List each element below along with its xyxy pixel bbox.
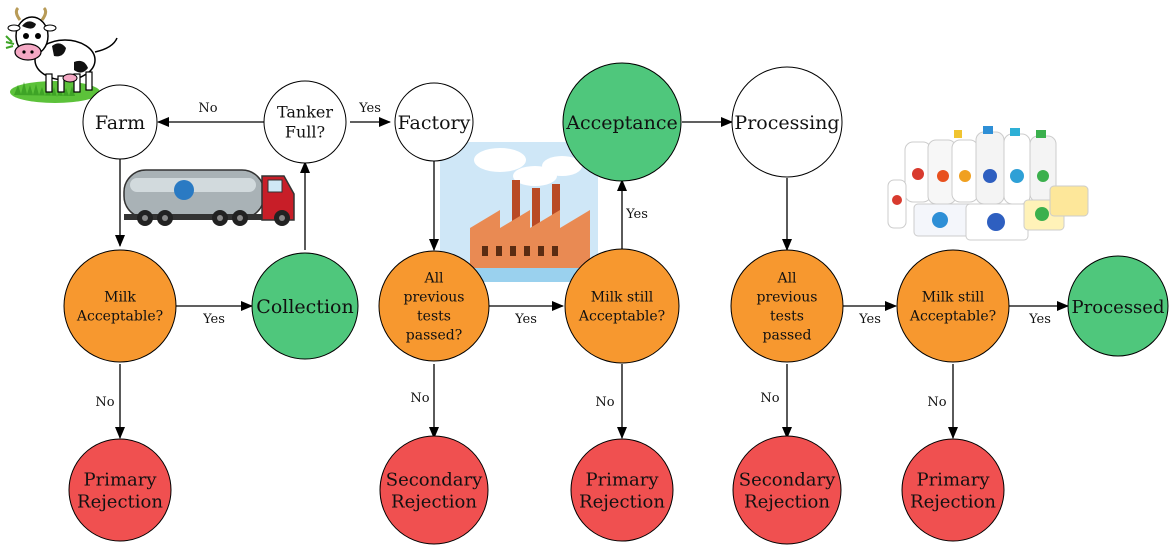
flow-nodes — [63, 62, 1169, 545]
label-line: Milk — [104, 289, 136, 305]
edge-labels: No Yes No Yes No Yes Yes No No Yes No Ye… — [95, 101, 1051, 410]
node-primary-rejection-1 — [68, 438, 172, 542]
label-line: Rejection — [579, 491, 665, 512]
node-primary-rejection-2 — [570, 438, 674, 542]
node-milk-acceptable — [63, 249, 177, 363]
node-milk-still-2 — [896, 249, 1010, 363]
label-line: tests — [770, 308, 804, 324]
edge-label-yes: Yes — [202, 312, 225, 327]
edge-label-no: No — [595, 395, 614, 410]
label-line: previous — [404, 289, 465, 305]
label-line: Rejection — [77, 491, 163, 512]
dairy-products-illustration — [887, 126, 1089, 241]
factory-illustration — [440, 142, 598, 282]
edge-label-yes: Yes — [858, 312, 881, 327]
node-factory — [394, 82, 474, 162]
node-prev-tests-1 — [378, 250, 490, 362]
label-line: Acceptable? — [76, 308, 163, 324]
label-line: Rejection — [744, 491, 830, 512]
flow-edges — [115, 117, 1069, 439]
edge-label-yes: Yes — [514, 312, 537, 327]
label-line: Acceptable? — [578, 308, 665, 324]
collection-label: Collection — [256, 296, 353, 318]
label-line: Primary — [83, 469, 157, 490]
node-collection — [251, 252, 359, 360]
factory-label: Factory — [398, 112, 471, 134]
node-farm — [82, 84, 158, 160]
label-line: Tanker — [277, 103, 333, 122]
label-line: Milk still — [922, 289, 985, 305]
acceptance-label: Acceptance — [565, 112, 678, 134]
label-line: Rejection — [910, 491, 996, 512]
label-line: Acceptable? — [909, 308, 996, 324]
edge-label-yes: Yes — [358, 101, 381, 116]
label-line: Secondary — [739, 469, 836, 490]
node-acceptance — [562, 62, 682, 182]
edge-label-no: No — [410, 391, 429, 406]
label-line: passed — [763, 327, 812, 343]
label-line: All — [423, 270, 444, 286]
edge-label-yes: Yes — [625, 207, 648, 222]
label-line: Rejection — [391, 491, 477, 512]
processed-label: Processed — [1072, 297, 1165, 318]
edge-label-no: No — [95, 395, 114, 410]
node-prev-tests-2 — [730, 249, 844, 363]
label-line: All — [776, 270, 797, 286]
edge-label-yes: Yes — [1028, 312, 1051, 327]
label-line: Primary — [916, 469, 990, 490]
label-line: Primary — [585, 469, 659, 490]
farm-label: Farm — [95, 112, 145, 134]
prev-tests-1-label: All previous tests passed? — [404, 270, 465, 343]
node-secondary-rejection-1 — [379, 435, 489, 545]
edge-label-no: No — [198, 101, 217, 116]
processing-label: Processing — [734, 112, 839, 134]
label-line: Full? — [285, 123, 325, 142]
label-line: previous — [757, 289, 818, 305]
label-line: tests — [417, 308, 451, 324]
node-milk-still-1 — [564, 248, 680, 364]
milk-tanker-truck-illustration — [123, 169, 295, 226]
edge-label-no: No — [760, 391, 779, 406]
edge-label-no: No — [927, 395, 946, 410]
node-processing — [731, 66, 843, 178]
node-processed — [1067, 255, 1169, 357]
node-primary-rejection-3 — [901, 438, 1005, 542]
prev-tests-2-label: All previous tests passed — [757, 270, 818, 343]
label-line: passed? — [406, 327, 462, 343]
label-line: Milk still — [591, 289, 654, 305]
node-secondary-rejection-2 — [732, 435, 842, 545]
node-tanker-full — [263, 80, 347, 164]
cow-illustration — [5, 6, 118, 103]
label-line: Secondary — [386, 469, 483, 490]
